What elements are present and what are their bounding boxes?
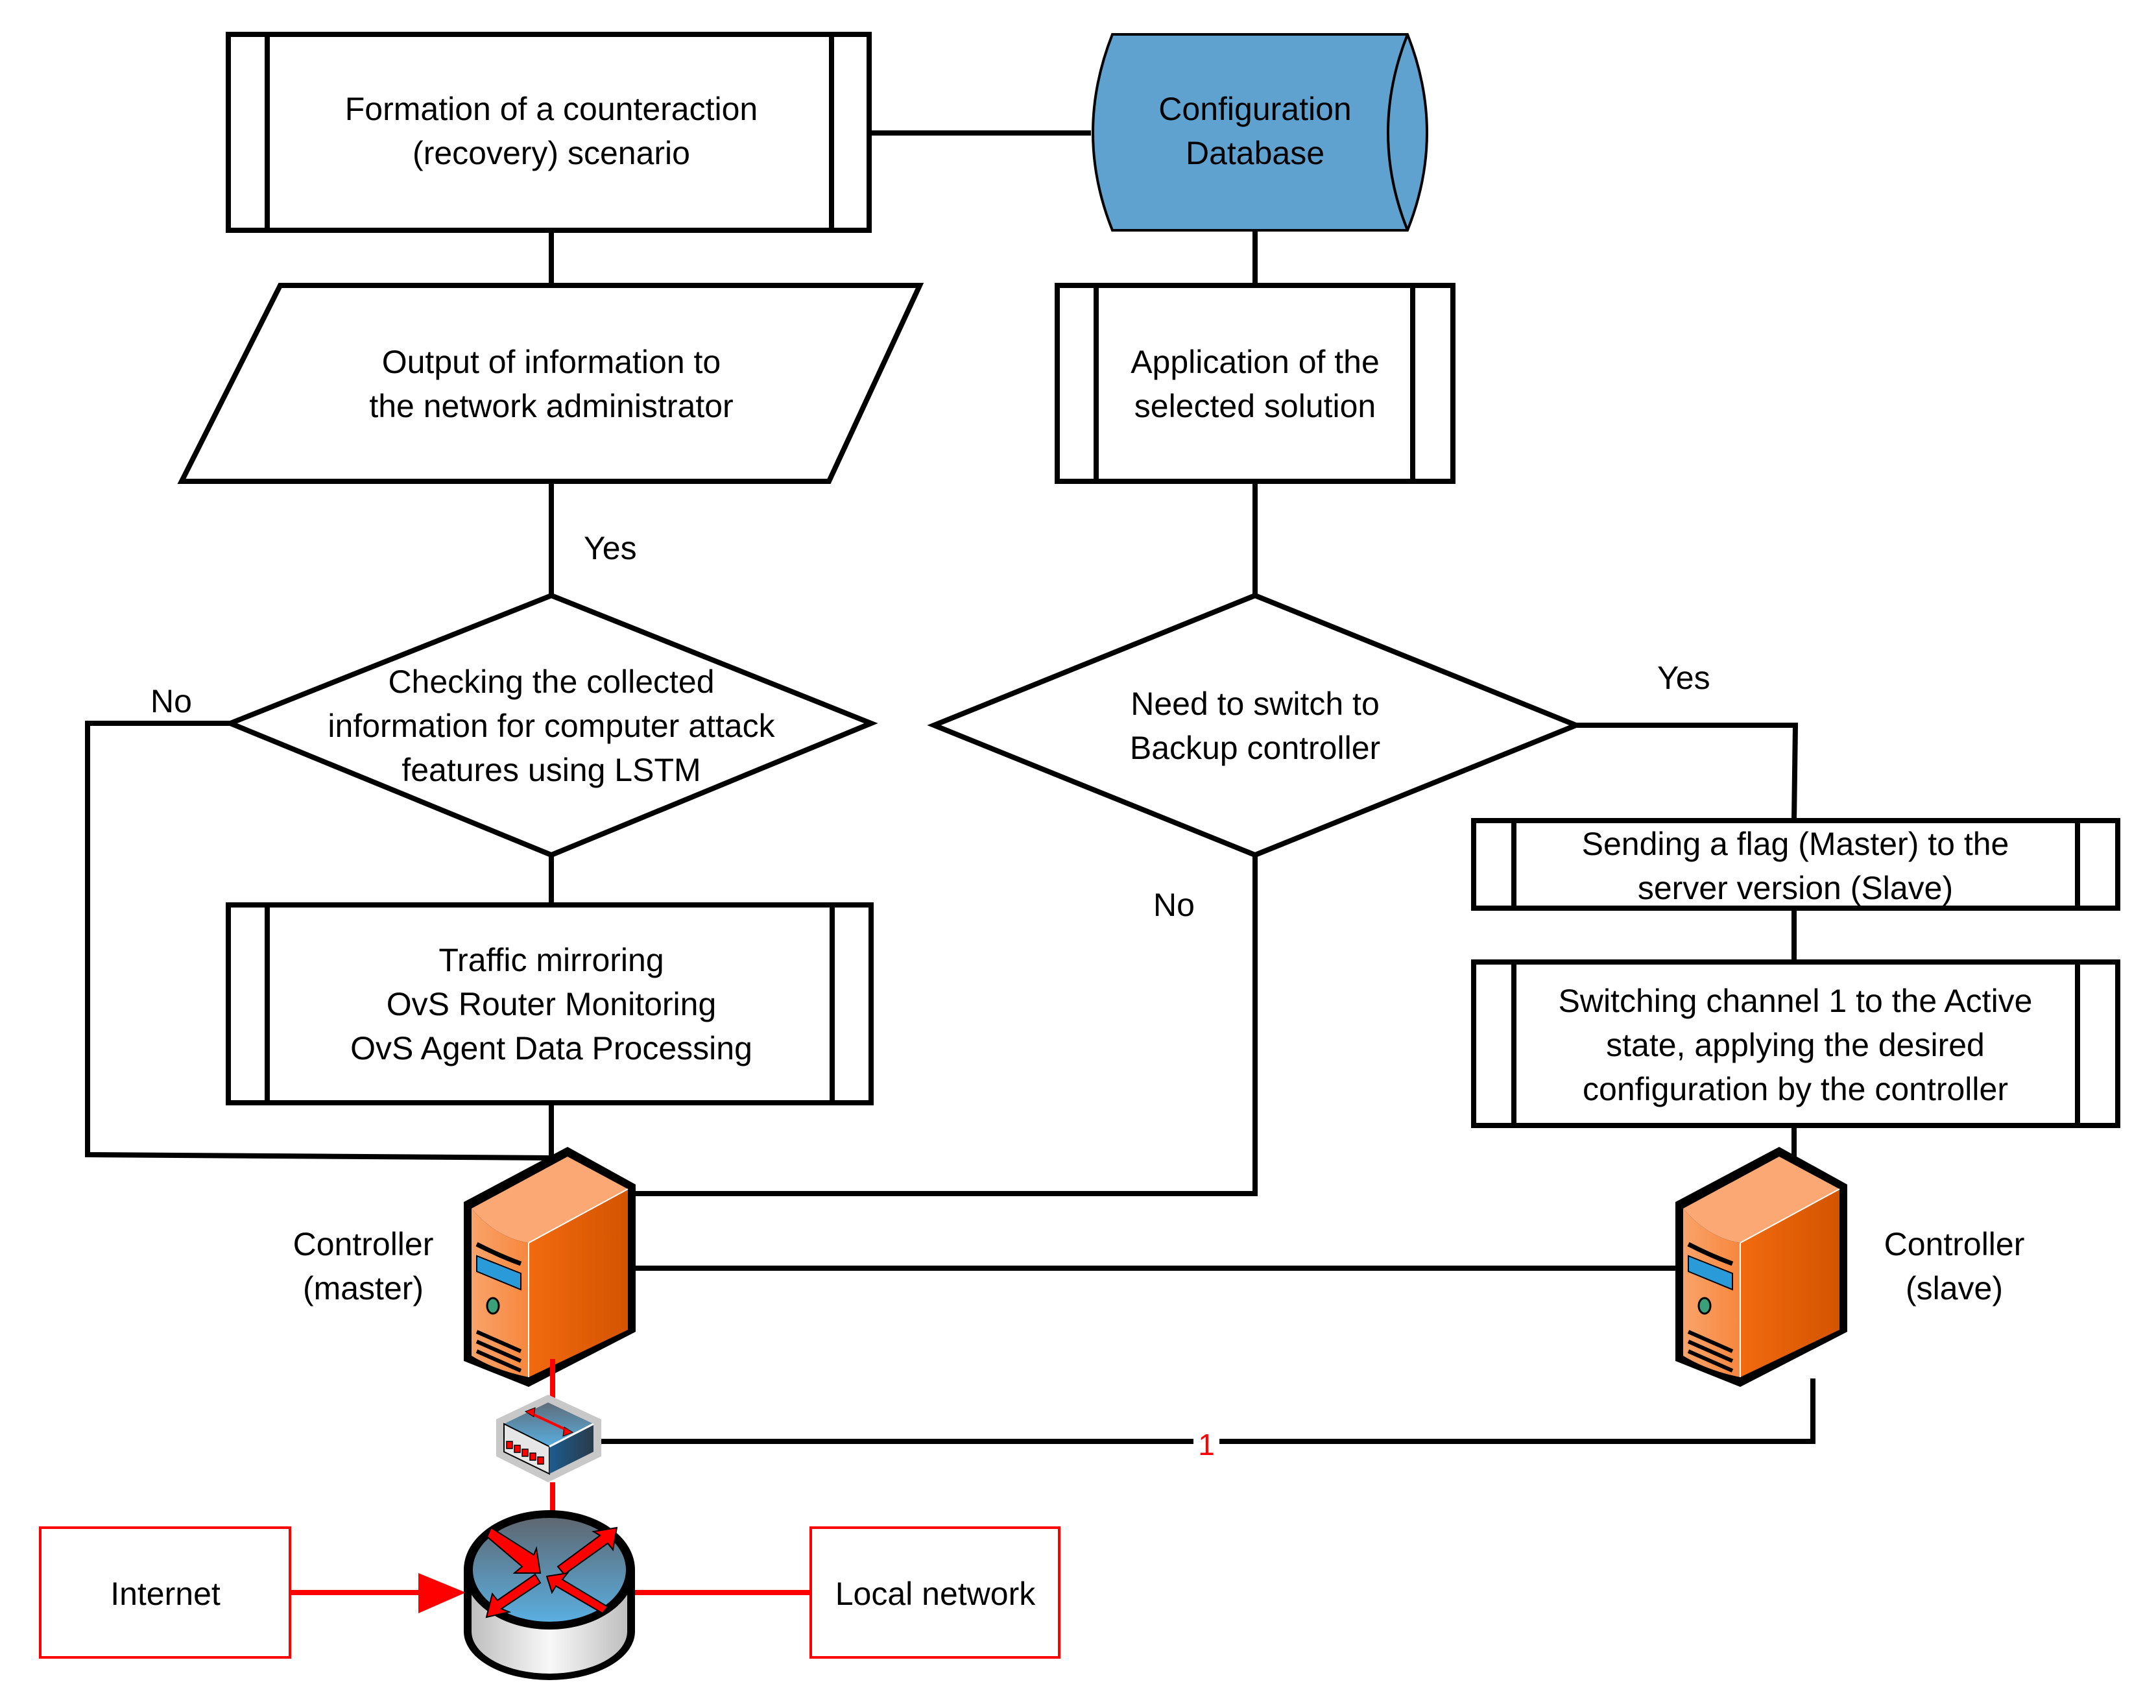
output-label-line-1: Output of information to — [382, 344, 721, 380]
arrow-into-router-icon — [418, 1573, 466, 1613]
traffic-label-line-3: OvS Agent Data Processing — [350, 1030, 752, 1066]
switching-channel-process-box: Switching channel 1 to the Active state,… — [1471, 959, 2120, 1128]
switch-yes-label: Yes — [1657, 660, 1710, 696]
channel-label: 1 — [1198, 1428, 1215, 1461]
database-label-line-2: Database — [1186, 135, 1324, 171]
database-icon — [1092, 33, 1428, 232]
edge-check-no — [85, 721, 552, 1161]
application-label-line-1: Application of the — [1131, 344, 1380, 380]
sending-flag-process-box: Sending a flag (Master) to the server ve… — [1471, 818, 2120, 911]
router-icon — [464, 1510, 635, 1680]
need-switch-decision: Need to switch to Backup controller — [927, 592, 1583, 858]
check-label-line-1: Checking the collected — [388, 664, 714, 700]
edge-switch-no — [632, 855, 1258, 1196]
controller-slave-server-icon — [1675, 1147, 1847, 1387]
application-label-line-2: selected solution — [1134, 388, 1376, 424]
check-lstm-decision: Checking the collected information for c… — [223, 592, 878, 858]
check-label-line-2: information for computer attack — [328, 708, 775, 744]
master-label-line-1: Controller — [293, 1226, 434, 1262]
check-yes-label: Yes — [584, 530, 637, 566]
local-network-box: Local network — [809, 1526, 1060, 1659]
check-no-label: No — [150, 683, 192, 719]
sending-label-line-2: server version (Slave) — [1638, 870, 1953, 906]
traffic-label-line-2: OvS Router Monitoring — [387, 986, 717, 1022]
output-io-parallelogram: Output of information to the network adm… — [177, 283, 924, 484]
output-label-line-2: the network administrator — [369, 388, 733, 424]
internet-label: Internet — [110, 1576, 221, 1612]
switching-label-line-3: configuration by the controller — [1583, 1071, 2008, 1107]
controller-master-server-icon — [464, 1147, 636, 1387]
config-database: Configuration Database — [1092, 33, 1428, 232]
database-label-line-1: Configuration — [1158, 91, 1351, 127]
formation-label-line-1: Formation of a counteraction — [345, 91, 758, 127]
formation-process-box: Formation of a counteraction (recovery) … — [226, 32, 872, 233]
slave-label-line-2: (slave) — [1906, 1270, 2003, 1306]
switch-no-label: No — [1153, 887, 1195, 923]
sending-label-line-1: Sending a flag (Master) to the — [1582, 826, 2009, 862]
application-process-box: Application of the selected solution — [1055, 283, 1455, 484]
edge-switch-yes — [1576, 723, 1799, 821]
connectors — [85, 130, 1815, 1444]
master-label-line-2: (master) — [303, 1270, 424, 1306]
check-label-line-3: features using LSTM — [401, 752, 701, 788]
slave-label-line-1: Controller — [1884, 1226, 2025, 1262]
formation-label-line-2: (recovery) scenario — [413, 135, 690, 171]
need-switch-label-line-2: Backup controller — [1130, 730, 1380, 766]
switching-label-line-1: Switching channel 1 to the Active — [1558, 983, 2032, 1019]
switching-label-line-2: state, applying the desired — [1606, 1027, 1985, 1063]
need-switch-label-line-1: Need to switch to — [1131, 686, 1380, 722]
traffic-label-line-1: Traffic mirroring — [438, 942, 664, 978]
local-network-label: Local network — [835, 1576, 1036, 1612]
internet-box: Internet — [39, 1526, 291, 1659]
traffic-process-box: Traffic mirroring OvS Router Monitoring … — [226, 902, 874, 1105]
edge-channel-1 — [600, 1378, 1815, 1444]
switch-icon — [496, 1395, 601, 1482]
